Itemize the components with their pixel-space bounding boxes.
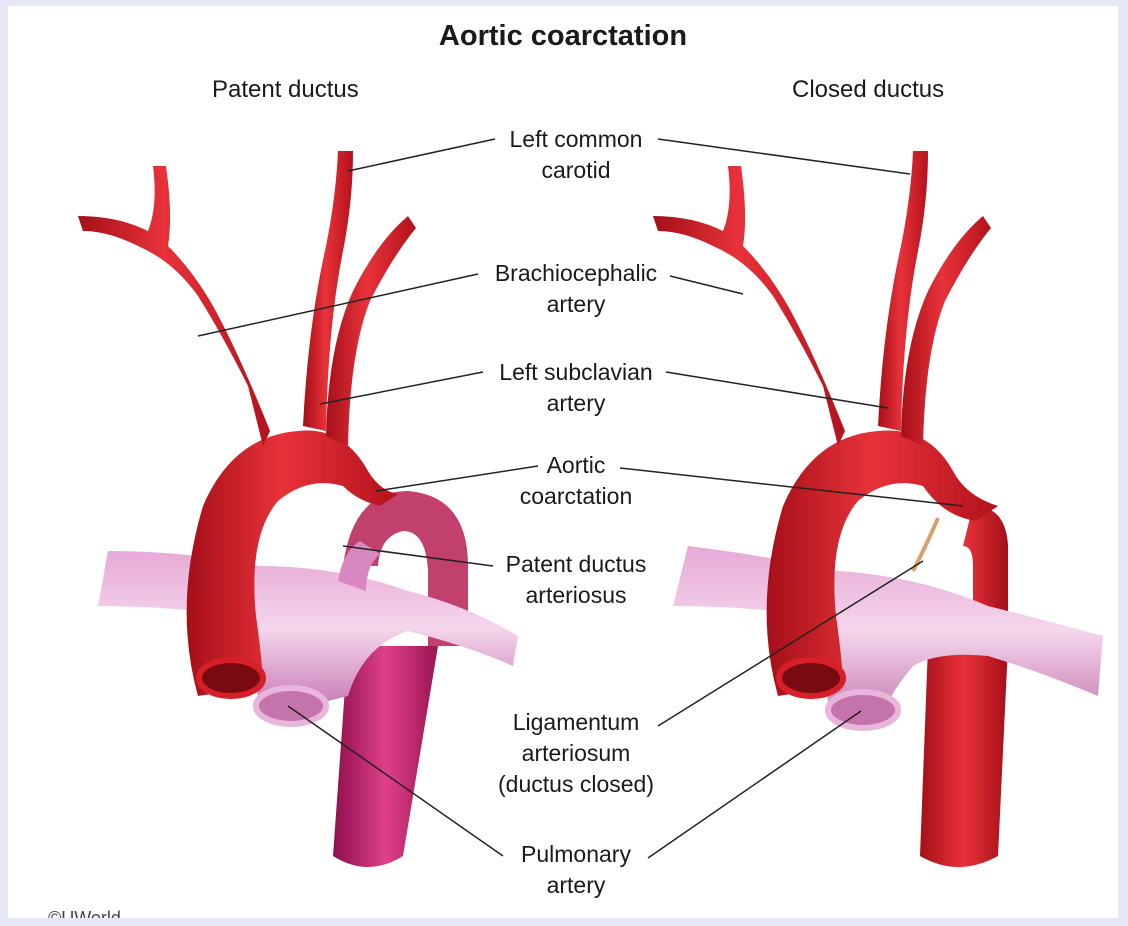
leader-coarct-left — [375, 465, 539, 492]
copyright-notice: ©UWorld — [48, 908, 121, 918]
figure-canvas: Aortic coarctation Patent ductus Closed … — [8, 6, 1118, 918]
left-subclavian-branch — [326, 216, 416, 446]
right-carotid-branch — [878, 151, 928, 431]
left-aortic-arch — [186, 430, 398, 696]
anatomy-illustration — [78, 138, 1103, 867]
right-pulmonary-branches — [673, 546, 1103, 716]
left-pulmonary-opening — [253, 685, 329, 727]
label-patent-ductus-arteriosus: Patent ductus arteriosus — [461, 549, 691, 611]
label-line: artery — [546, 390, 606, 416]
figure-title: Aortic coarctation — [438, 20, 688, 52]
right-ligamentum-arteriosum — [911, 517, 940, 572]
leader-ductus-left — [342, 545, 494, 567]
label-ligamentum-arteriosum: Ligamentum arteriosum (ductus closed) — [461, 707, 691, 800]
label-line: Ligamentum — [512, 709, 640, 735]
subtitle-closed-ductus: Closed ductus — [792, 76, 945, 103]
label-line: coarctation — [519, 483, 633, 509]
left-brachiocephalic-branch — [78, 166, 270, 446]
label-left-common-carotid: Left common carotid — [461, 124, 691, 186]
label-aortic-coarctation: Aortic coarctation — [461, 450, 691, 512]
left-carotid-branch — [303, 151, 353, 431]
leader-carotid-left — [347, 138, 496, 172]
label-brachiocephalic-artery: Brachiocephalic artery — [461, 258, 691, 320]
leader-subclavian-left — [319, 371, 484, 405]
label-line: artery — [546, 872, 606, 898]
label-line: Aortic — [546, 452, 606, 478]
right-subclavian-branch — [901, 216, 991, 446]
leader-subclavian-right — [665, 371, 889, 409]
leader-coarct-right — [619, 467, 964, 507]
label-line: carotid — [541, 157, 611, 183]
left-heart-vessels — [78, 151, 518, 867]
leader-brachio-right — [669, 275, 744, 295]
right-aortic-root — [776, 657, 846, 699]
leader-pulmonary-right — [647, 710, 862, 859]
label-line: arteriosus — [525, 582, 627, 608]
label-line: Left subclavian — [499, 359, 653, 385]
leader-carotid-right — [657, 138, 911, 175]
right-descending-aorta — [920, 506, 1008, 867]
leader-lines — [197, 138, 964, 859]
label-line: Pulmonary — [521, 841, 631, 867]
label-line: Brachiocephalic — [494, 260, 658, 286]
label-line: (ductus closed) — [498, 771, 654, 797]
right-heart-vessels — [653, 151, 1103, 867]
left-descending-vessel — [333, 646, 438, 867]
label-line: Left common — [509, 126, 643, 152]
leader-brachio-left — [197, 273, 479, 337]
leader-ligamentum — [657, 560, 924, 727]
label-line: arteriosum — [521, 740, 631, 766]
label-pulmonary-artery: Pulmonary artery — [461, 839, 691, 901]
label-left-subclavian-artery: Left subclavian artery — [461, 357, 691, 419]
left-ductus-arteriosus — [338, 541, 380, 591]
label-line: artery — [546, 291, 606, 317]
label-line: Patent ductus — [505, 551, 647, 577]
right-aortic-arch — [766, 430, 998, 696]
leader-pulmonary-left — [287, 705, 504, 857]
left-aortic-root — [196, 657, 266, 699]
right-pulmonary-opening — [825, 689, 901, 731]
right-brachiocephalic-branch — [653, 166, 845, 446]
subtitle-patent-ductus: Patent ductus — [212, 76, 359, 103]
